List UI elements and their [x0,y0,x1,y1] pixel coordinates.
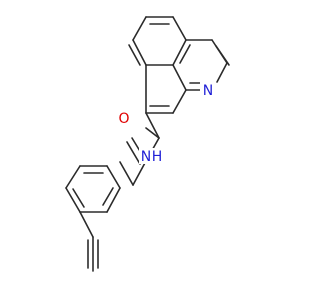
bond [172,89,187,114]
bond [179,44,191,64]
bond [106,187,121,213]
bond [126,141,141,165]
bond [215,45,230,66]
bond [145,112,160,139]
bond [216,62,228,83]
bond [106,165,121,189]
molecule-structure: N O N H [65,16,230,272]
bond [65,187,81,213]
atom-label-nitrogen-ring: N [203,83,213,99]
bonds [65,16,230,272]
label-backdrop [139,148,163,164]
bond [172,16,187,41]
atom-label-hydrogen-amide: H [152,149,163,165]
label-backdrop [116,110,132,126]
bond [102,187,114,206]
bond [119,161,134,186]
atom-label-nitrogen-amide: N [141,149,151,165]
bond [172,39,187,66]
bond [72,188,85,208]
bond [132,160,147,186]
molecule-diagram: N O N H [65,16,230,272]
bond [65,165,81,189]
bond [132,16,147,41]
bond [132,39,147,66]
label-backdrop [200,82,216,98]
atom-label-oxygen: O [118,111,129,127]
bond [128,44,141,66]
bond [172,64,187,91]
bond [79,211,94,238]
bond [145,127,160,139]
